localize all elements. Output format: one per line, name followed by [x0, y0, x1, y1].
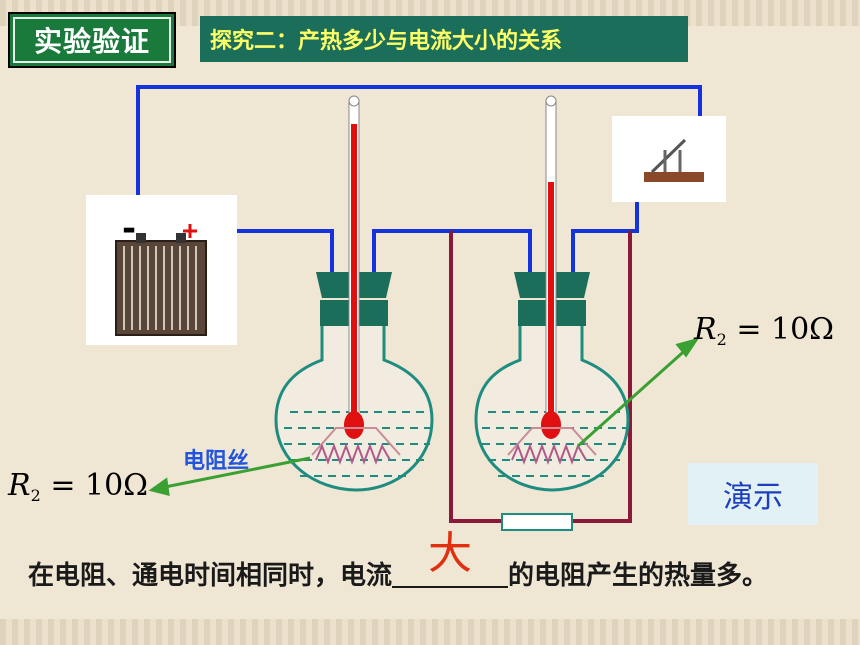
demo-button[interactable]: 演示	[688, 463, 818, 525]
answer-blank: 大	[392, 532, 509, 588]
answer-text: 大	[428, 528, 473, 579]
section-tag: 实验验证	[8, 12, 176, 68]
conclusion-text: 在电阻、通电时间相同时，电流大的电阻产生的热量多。	[28, 528, 769, 592]
resistance-label-right: R2 = 10Ω	[694, 312, 835, 349]
parallel-wires	[449, 231, 632, 523]
section-tag-label: 实验验证	[13, 17, 171, 63]
left-flask	[274, 95, 434, 492]
battery-minus-sign: -	[122, 209, 136, 249]
decorative-border-bottom	[0, 619, 860, 645]
pointer-arrows	[148, 337, 700, 496]
page-title: 探究二：产热多少与电流大小的关系	[200, 16, 688, 62]
right-flask	[474, 95, 630, 492]
resistor	[501, 513, 573, 531]
resistance-wire-label: 电阻丝	[183, 449, 250, 474]
resistance-label-left: R2 = 10Ω	[8, 468, 149, 505]
battery-icon	[86, 195, 237, 345]
switch-icon[interactable]	[612, 116, 726, 202]
